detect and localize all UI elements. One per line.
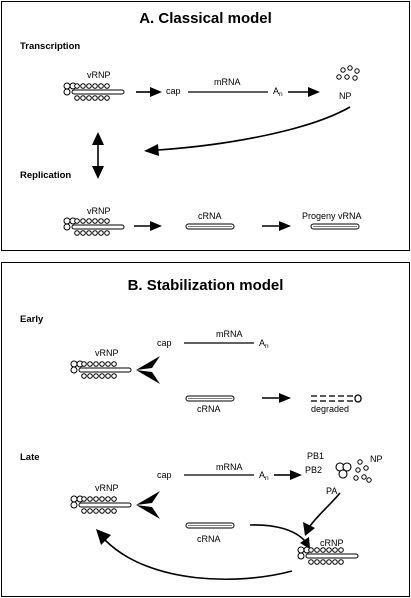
panel-classical-model: A. Classical model — [1, 1, 410, 251]
polymerase-complex-icon — [335, 462, 352, 479]
crnp-label: cRNP — [320, 538, 344, 548]
curved-arrow-icon — [96, 529, 293, 580]
arrow-icon — [274, 470, 302, 480]
vrnp-label: vRNP — [95, 348, 119, 358]
double-arrow-icon — [92, 132, 104, 179]
mrna-label: mRNA — [214, 77, 241, 87]
arrow-icon — [288, 87, 320, 97]
pb2-label: PB2 — [305, 465, 323, 475]
late-label: Late — [20, 452, 40, 463]
curved-arrow-icon — [303, 492, 341, 536]
arrow-icon — [136, 87, 162, 97]
progeny-vrna-label: Progeny vRNA — [302, 211, 362, 221]
np-protein-icon — [336, 65, 360, 81]
crna-label: cRNA — [197, 404, 221, 414]
replication-label: Replication — [20, 170, 72, 181]
degraded-label: degraded — [311, 404, 350, 414]
poly-a-label: An — [273, 86, 283, 98]
vrnp-label: vRNP — [95, 483, 119, 493]
vrnp-icon — [70, 495, 132, 514]
pb1-label: PB1 — [307, 451, 325, 461]
mrna-label: mRNA — [216, 329, 243, 339]
vrnp-icon — [70, 360, 132, 379]
panel-b-title: B. Stabilization model — [127, 277, 284, 294]
cap-label: cap — [157, 338, 172, 348]
vrnp-label: vRNP — [87, 70, 111, 80]
transcription-label: Transcription — [20, 41, 81, 52]
vrnp-icon — [63, 217, 125, 236]
curved-arrow-icon — [144, 106, 351, 156]
crna-strand — [185, 522, 235, 529]
pincer-arrow-icon — [136, 491, 160, 519]
panel-a-title: A. Classical model — [139, 10, 272, 27]
arrow-icon — [262, 393, 291, 403]
pa-label: PA — [326, 486, 338, 496]
crna-strand — [185, 223, 235, 230]
poly-a-label: An — [259, 470, 269, 482]
curved-arrow-icon — [249, 524, 310, 549]
np-label: NP — [339, 91, 352, 101]
pincer-arrow-icon — [136, 356, 160, 384]
progeny-vrna-strand — [310, 223, 360, 230]
cap-label: cap — [166, 86, 181, 96]
np-protein-icon — [353, 459, 372, 483]
crnp-icon — [297, 546, 359, 565]
crna-strand — [185, 395, 235, 402]
early-label: Early — [20, 314, 44, 325]
cap-label: cap — [157, 470, 172, 480]
crna-label: cRNA — [197, 534, 221, 544]
arrow-icon — [262, 221, 291, 231]
np-label: NP — [370, 454, 383, 464]
vrnp-icon — [63, 82, 125, 101]
panel-stabilization-model: B. Stabilization model — [1, 262, 410, 597]
arrow-icon — [134, 221, 162, 231]
vrnp-label: vRNP — [87, 206, 111, 216]
crna-label: cRNA — [198, 211, 222, 221]
mrna-label: mRNA — [216, 462, 243, 472]
degraded-rna-icon — [311, 394, 362, 403]
poly-a-label: An — [259, 338, 269, 350]
